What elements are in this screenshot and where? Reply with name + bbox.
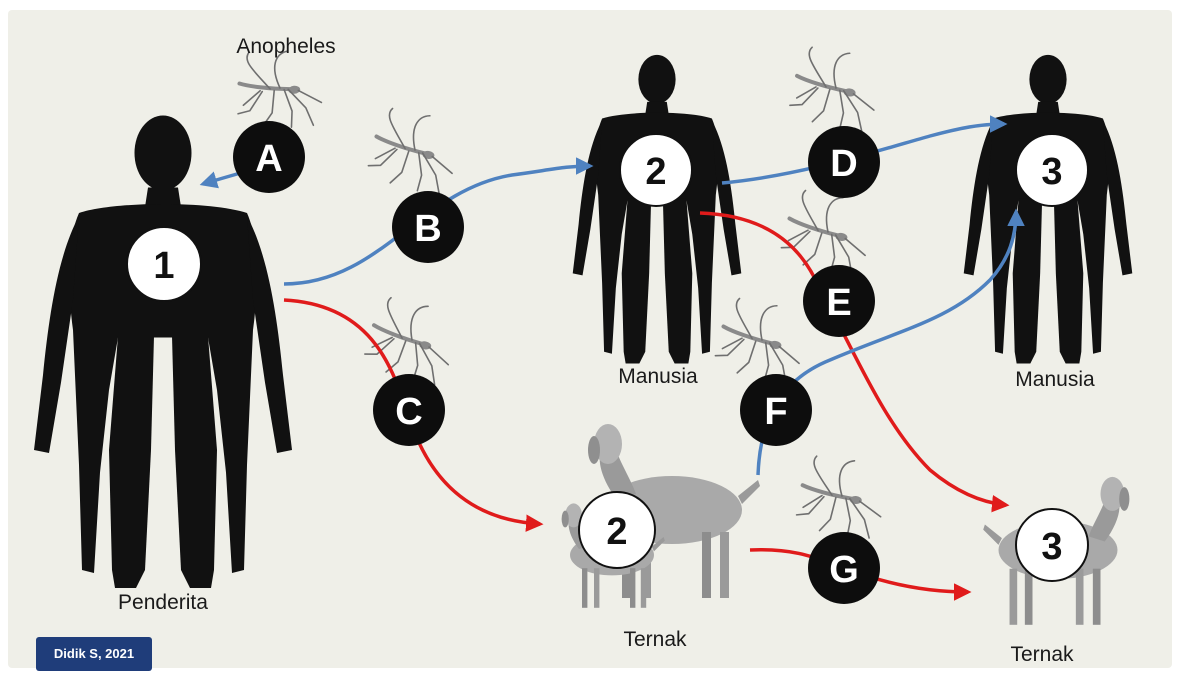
credit-badge: Didik S, 2021	[36, 637, 152, 671]
route-c-label: C	[395, 391, 422, 433]
route-f-label: F	[764, 391, 787, 433]
livestock-3-label: Ternak	[1010, 643, 1073, 667]
route-d-label: D	[830, 143, 857, 185]
route-marker-f: F	[740, 374, 812, 446]
mosquito-icon	[779, 188, 873, 277]
node-human-3: 3	[1016, 134, 1088, 206]
route-a-label: A	[255, 138, 282, 180]
route-e-label: E	[826, 282, 851, 324]
node-source-label: 1	[153, 245, 174, 287]
mosquito-icon	[362, 295, 458, 386]
human-3-label: Manusia	[1015, 368, 1094, 392]
route-b-label: B	[414, 208, 441, 250]
node-human-3-label: 3	[1041, 151, 1062, 193]
source-label: Penderita	[118, 591, 208, 615]
route-marker-a: A	[233, 121, 305, 193]
node-livestock-2-label: 2	[606, 511, 627, 553]
mosquito-icon	[366, 106, 460, 195]
mosquito-icon	[713, 296, 807, 385]
route-marker-b: B	[392, 191, 464, 263]
livestock-2-label: Ternak	[623, 628, 686, 652]
route-marker-g: G	[808, 532, 880, 604]
vector-label: Anopheles	[236, 35, 335, 59]
route-marker-e: E	[803, 265, 875, 337]
node-livestock-3-label: 3	[1041, 526, 1062, 568]
node-human-2: 2	[620, 134, 692, 206]
human-silhouette-icon	[964, 55, 1133, 364]
mosquito-icon	[795, 455, 884, 539]
node-livestock-3: 3	[1016, 509, 1088, 581]
route-marker-d: D	[808, 126, 880, 198]
node-source: 1	[127, 227, 201, 301]
human-silhouette-icon	[573, 55, 742, 364]
route-marker-c: C	[373, 374, 445, 446]
node-human-2-label: 2	[645, 151, 666, 193]
node-livestock-2: 2	[579, 492, 655, 568]
mosquito-icon	[233, 47, 323, 132]
human-2-label: Manusia	[618, 365, 697, 389]
mosquito-icon	[788, 46, 880, 132]
route-g-label: G	[829, 549, 859, 591]
